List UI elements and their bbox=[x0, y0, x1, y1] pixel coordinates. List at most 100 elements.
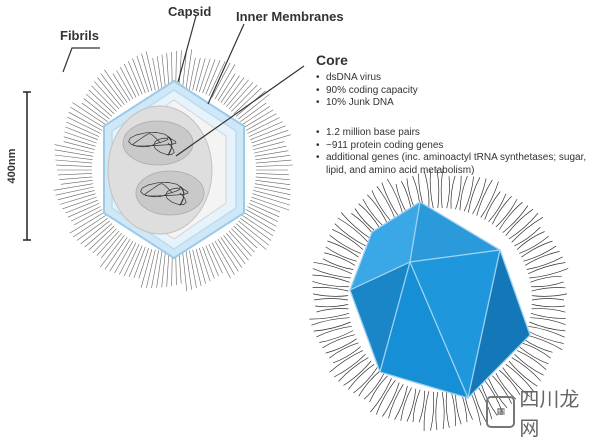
fibril-strand bbox=[333, 353, 366, 378]
fibril-strand bbox=[498, 201, 523, 230]
fibrils-label: Fibrils bbox=[60, 28, 100, 43]
fibril-strand bbox=[214, 64, 236, 100]
fibril-strand bbox=[531, 287, 566, 292]
fibril-strand bbox=[484, 191, 501, 220]
fibril-strand bbox=[70, 107, 105, 128]
fibril-strand bbox=[240, 217, 272, 241]
fibril-strand bbox=[316, 308, 349, 313]
fibril-strand bbox=[511, 357, 541, 382]
fibril-strand bbox=[97, 77, 122, 107]
fibril-strand bbox=[223, 235, 246, 265]
watermark-logo: ▦ 四川龙网 bbox=[486, 387, 592, 440]
fibril-strand bbox=[58, 173, 93, 176]
fibril-strand bbox=[516, 231, 545, 250]
fibril-strand bbox=[254, 186, 291, 195]
fibril-strand bbox=[369, 375, 388, 403]
fibril-strand bbox=[64, 131, 97, 144]
fibril-strand bbox=[247, 206, 279, 222]
fibril-strand bbox=[109, 239, 131, 272]
fact-item: additional genes (inc. aminoactyl tRNA s… bbox=[316, 152, 598, 177]
fibril-strand bbox=[189, 57, 196, 90]
fibril-strand bbox=[233, 225, 258, 249]
fibril-strand bbox=[351, 213, 375, 236]
fibril-strand bbox=[315, 304, 349, 308]
fibril-strand bbox=[253, 190, 291, 201]
fibril-strand bbox=[99, 235, 125, 268]
fibril-strand bbox=[353, 367, 378, 394]
fibril-strand bbox=[136, 55, 149, 93]
fibril-strand bbox=[375, 380, 396, 415]
fibril-strand bbox=[68, 111, 103, 131]
fibril-strand bbox=[67, 203, 100, 218]
fibril-strand bbox=[523, 338, 553, 353]
fibril-strand bbox=[508, 360, 538, 387]
core-leader bbox=[175, 65, 305, 157]
fibril-strand bbox=[313, 261, 352, 275]
icosahedron-capsid bbox=[349, 201, 531, 399]
fibril-strand bbox=[199, 58, 211, 93]
fibril-strand bbox=[185, 49, 193, 89]
fibril-strand bbox=[104, 237, 128, 270]
fibril-strand bbox=[66, 121, 100, 137]
fibril-strand bbox=[208, 61, 226, 96]
fibril-strand bbox=[166, 53, 170, 89]
fibril-strand bbox=[192, 57, 201, 91]
fibril-strand bbox=[446, 176, 450, 209]
fibril-strand bbox=[56, 164, 93, 167]
fibril-strand bbox=[65, 199, 98, 214]
fibril-strand bbox=[450, 391, 456, 427]
capsid-label: Capsid bbox=[168, 4, 212, 19]
fibril-strand bbox=[92, 228, 117, 254]
capsid-leader bbox=[177, 15, 197, 83]
fibril-strand bbox=[88, 225, 115, 251]
fibril-strand bbox=[502, 367, 531, 397]
fibril-strand bbox=[145, 51, 156, 91]
fibril-strand bbox=[146, 249, 156, 288]
watermark-text: 四川龙网 bbox=[519, 387, 580, 440]
fibril-strand bbox=[123, 244, 140, 277]
scale-bar bbox=[23, 91, 31, 241]
fibril-strand bbox=[242, 106, 270, 125]
fibril-strand bbox=[60, 180, 93, 185]
fibril-strand bbox=[463, 176, 474, 212]
fibril-strand bbox=[178, 50, 182, 89]
fibril-strand bbox=[450, 175, 456, 209]
fibril-strand bbox=[123, 63, 140, 96]
fibril-strand bbox=[327, 240, 359, 258]
fibril-strand bbox=[195, 248, 206, 284]
fibril-strand bbox=[319, 330, 354, 343]
fibril-strand bbox=[226, 233, 249, 261]
core-label: Core bbox=[316, 52, 348, 68]
fibril-strand bbox=[531, 298, 565, 301]
fibril-strand bbox=[70, 206, 101, 222]
fibril-strand bbox=[255, 180, 291, 185]
fibril-strand bbox=[101, 233, 122, 258]
fibril-strand bbox=[72, 102, 106, 125]
fibril-strand bbox=[468, 177, 481, 213]
fibril-strand bbox=[400, 387, 412, 421]
scale-label: 400nm bbox=[6, 148, 18, 184]
fibril-strand bbox=[231, 84, 258, 112]
fibril-strand bbox=[329, 342, 359, 359]
fibril-strand bbox=[531, 304, 565, 308]
core-facts-list-1: dsDNA virus 90% coding capacity 10% Junk… bbox=[316, 72, 418, 110]
fibril-strand bbox=[505, 208, 534, 236]
fibril-strand bbox=[519, 346, 549, 365]
fibril-strand bbox=[81, 102, 108, 123]
fibril-strand bbox=[530, 317, 566, 325]
fibril-strand bbox=[138, 247, 149, 279]
fibril-strand bbox=[245, 209, 277, 227]
fibril-strand bbox=[358, 370, 381, 397]
fibril-strand bbox=[528, 262, 566, 275]
fibril-strand bbox=[322, 334, 355, 349]
cross-section-core bbox=[107, 105, 213, 235]
fibril-strand bbox=[329, 234, 361, 254]
fibril-strand bbox=[208, 244, 223, 274]
fibril-strand bbox=[255, 159, 292, 164]
fibril-strand bbox=[238, 220, 269, 246]
dna-strand bbox=[140, 182, 189, 206]
fibril-strand bbox=[76, 217, 108, 241]
fibril-strand bbox=[528, 325, 565, 338]
